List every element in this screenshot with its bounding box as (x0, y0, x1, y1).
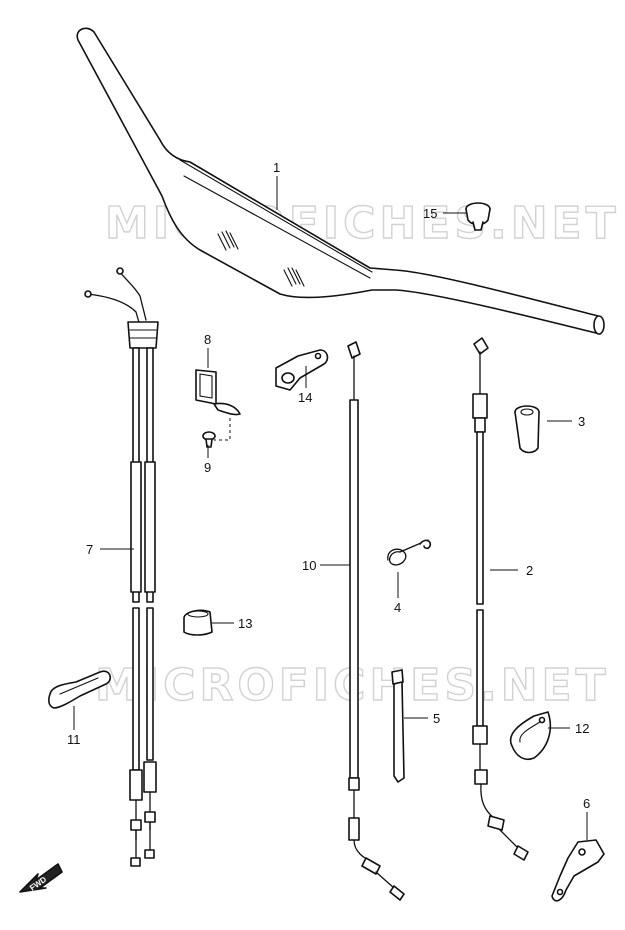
callout-11: 11 (67, 732, 81, 747)
cable-clamp (509, 711, 552, 761)
callout-1: 1 (273, 160, 280, 175)
cable-boot (514, 405, 540, 454)
throttle-cables (84, 267, 159, 867)
cable-clip (195, 369, 241, 441)
callout-10: 10 (302, 558, 316, 573)
fwd-arrow: FWD (19, 863, 63, 893)
spring (387, 539, 432, 566)
callout-4: 4 (394, 600, 401, 615)
leader-lines (73, 176, 588, 840)
callout-7: 7 (86, 542, 93, 557)
handlebar (76, 27, 605, 335)
choke-cable (347, 341, 405, 901)
cable-holder (183, 609, 213, 636)
callout-3: 3 (578, 414, 585, 429)
callout-13: 13 (238, 616, 252, 631)
callout-5: 5 (433, 711, 440, 726)
handlebar-end-cap (465, 202, 491, 231)
tie-strap (391, 669, 405, 783)
mounting-plate (48, 670, 112, 709)
cable-bracket (275, 349, 329, 391)
callout-14: 14 (298, 390, 312, 405)
callout-15: 15 (423, 206, 437, 221)
callout-8: 8 (204, 332, 211, 347)
callout-6: 6 (583, 796, 590, 811)
clutch-cable (472, 337, 529, 861)
screw (202, 431, 216, 448)
callout-12: 12 (575, 721, 589, 736)
callout-9: 9 (204, 460, 211, 475)
callout-2: 2 (526, 563, 533, 578)
callouts: 1 2 3 4 5 6 7 8 9 10 11 12 13 14 15 (67, 160, 590, 811)
cable-guide-plate (551, 839, 605, 902)
